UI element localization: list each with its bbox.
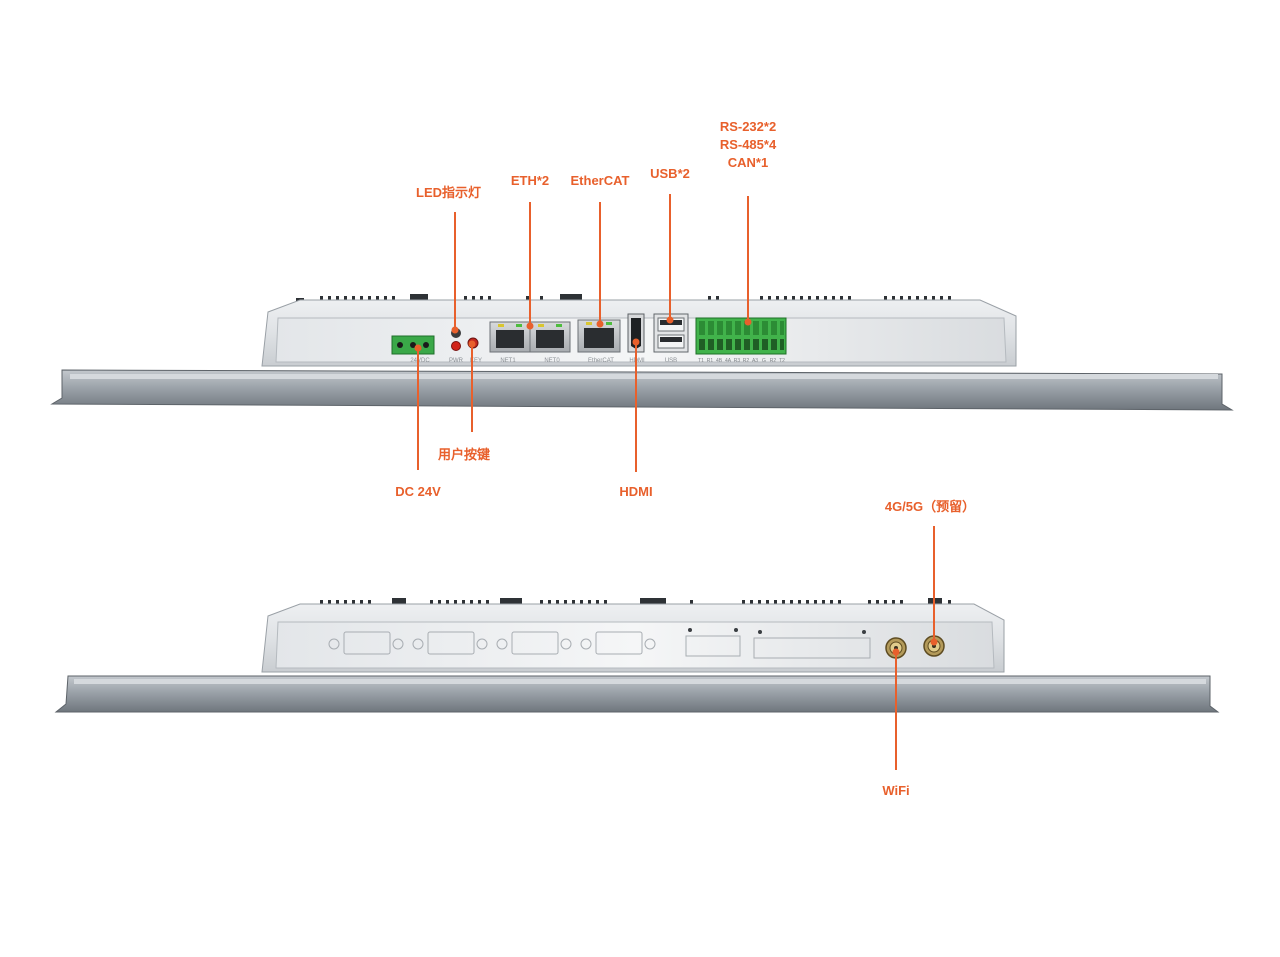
hdmi-label: HDMI [629, 358, 645, 364]
callout-ethercat: EtherCAT [570, 173, 630, 188]
callout-led: LED指示灯 [416, 185, 482, 200]
terminal-pin-label: R2 [743, 358, 750, 364]
dc-port-label: 24VDC [410, 358, 430, 364]
terminal-pin-label: 4A [725, 358, 732, 364]
db9-cutouts [328, 631, 871, 659]
serial-line-rs485: RS-485*4 [719, 137, 777, 152]
terminal-pin-label: A3 [752, 358, 758, 364]
usb-label: USB [665, 358, 677, 364]
terminal-pin-label: 4B [716, 358, 723, 364]
terminal-pin-label: R1 [707, 358, 714, 364]
callout-wifi: WiFi [882, 783, 910, 798]
callout-4g5g: 4G/5G（预留） [884, 499, 976, 514]
top-device-view: 24VDC PWR KEY NET1 NET0 [50, 294, 1234, 411]
callout-hdmi: HDMI [619, 484, 653, 499]
terminal-pin-label: R2 [770, 358, 777, 364]
dc-24v-connector [391, 335, 435, 355]
serial-terminal-block [695, 317, 787, 355]
terminal-pin-label: T1 [698, 358, 704, 364]
pwr-led [451, 341, 461, 351]
callout-dc: DC 24V [395, 484, 441, 499]
bottom-device-view [54, 598, 1220, 713]
pwr-label: PWR [449, 358, 464, 364]
ethercat-label: EtherCAT [588, 358, 614, 364]
top-bezel-base [50, 369, 1234, 411]
serial-line-can: CAN*1 [727, 155, 769, 170]
bottom-bezel-base [54, 675, 1220, 713]
terminal-pin-labels: T1 R1 4B 4A R3 R2 A3 G R2 T2 [698, 358, 785, 364]
serial-line-rs232: RS-232*2 [719, 119, 777, 134]
callout-user-key: 用户按键 [438, 447, 491, 462]
terminal-pin-label: T2 [779, 358, 785, 364]
callout-serial: RS-232*2 RS-485*4 CAN*1 [706, 118, 790, 172]
callout-eth: ETH*2 [510, 173, 550, 188]
eth-port-net1 [489, 321, 531, 353]
eth-port-net0 [529, 321, 571, 353]
net0-label: NET0 [544, 358, 560, 364]
terminal-pin-label: R3 [734, 358, 741, 364]
key-label: KEY [470, 358, 482, 364]
hdmi-port [627, 313, 645, 353]
net1-label: NET1 [500, 358, 516, 364]
leader-lines [414, 194, 938, 770]
callout-usb: USB*2 [650, 166, 690, 181]
terminal-pin-label: G [762, 358, 766, 364]
